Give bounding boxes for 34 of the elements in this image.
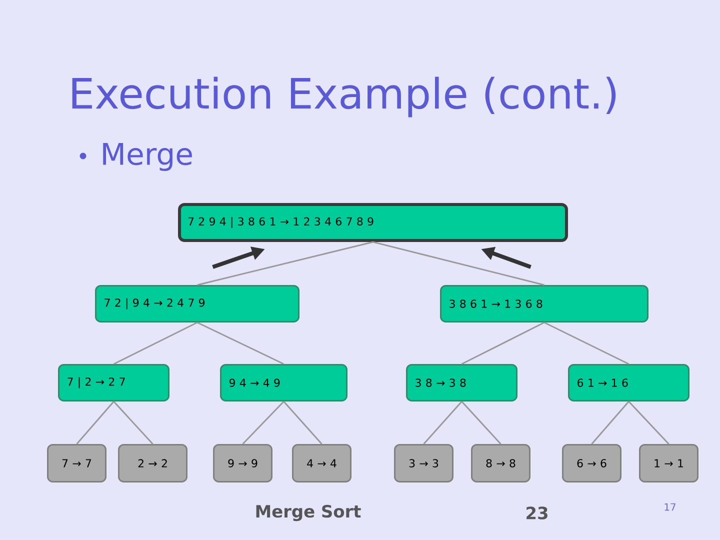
sequence-box: 7 2 | 9 4 → 2 4 7 9 [95,285,300,322]
sequence-box: 2 → 2 [118,444,188,482]
sequence-box: 7 | 2 → 2 7 [58,364,170,402]
tree-line [113,400,154,444]
sequence-box: 7 → 7 [47,444,106,482]
tree-line [423,400,462,444]
sequence-box: 4 → 4 [292,444,352,482]
tree-line [628,400,670,444]
tree-line [76,401,114,444]
tree-line [283,400,322,444]
tree-line [544,322,630,365]
footer-text: Merge Sort [256,504,361,522]
tree-line [372,241,544,286]
page-number: 23 [526,506,548,520]
sequence-box: 6 → 6 [562,444,622,482]
sequence-box: 7 2 9 4 | 3 8 6 1 → 1 2 3 4 6 7 8 9 [178,203,568,242]
slide-number: 17 [664,503,676,511]
sequence-box: 6 1 → 1 6 [568,364,690,402]
bullet-text: Merge [103,142,192,171]
sequence-box: 3 8 → 3 8 [406,364,518,402]
slide-title: Execution Example (cont.) [72,76,616,118]
tree-line [242,400,284,445]
sequence-box: 8 → 8 [471,444,530,482]
sequence-box: 9 4 → 4 9 [220,364,348,402]
tree-line [461,400,502,444]
sequence-box: 9 → 9 [213,444,272,482]
sequence-box: 1 → 1 [639,444,698,482]
tree-line [197,241,374,286]
sequence-box: 3 8 6 1 → 1 3 6 8 [440,285,648,322]
tree-line [461,322,545,365]
tree-line [196,322,284,365]
tree-line [113,322,198,365]
tree-line [591,401,630,444]
sequence-box: 3 → 3 [394,444,454,482]
